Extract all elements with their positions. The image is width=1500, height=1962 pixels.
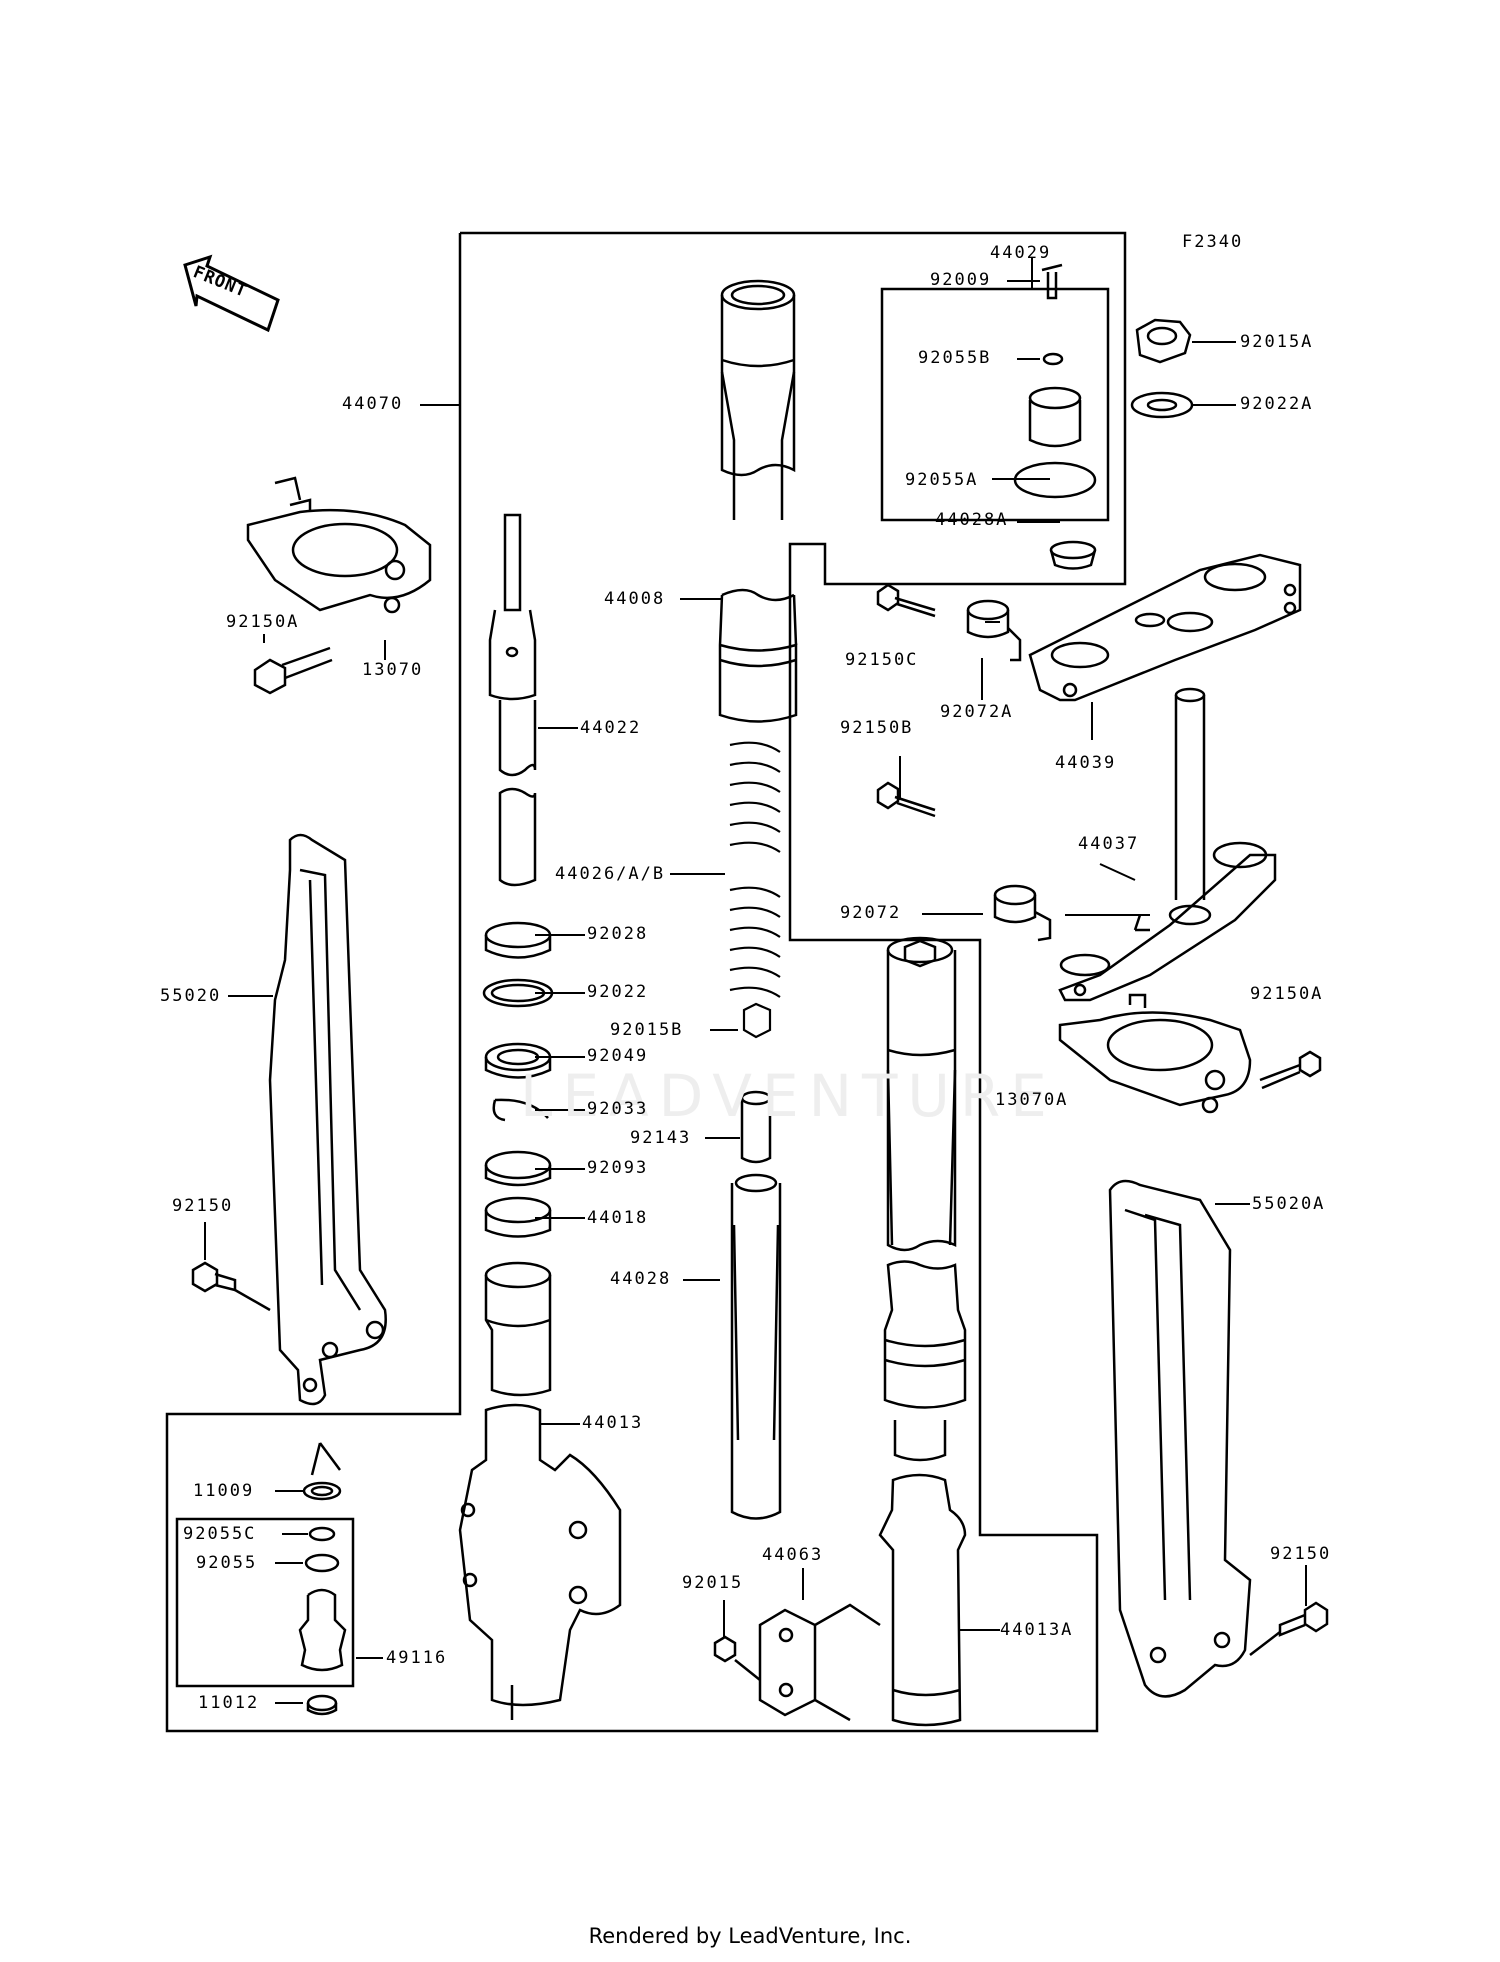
label-55020A: 55020A — [1252, 1194, 1326, 1214]
label-44013: 44013 — [582, 1413, 644, 1433]
label-92143: 92143 — [630, 1128, 692, 1148]
label-92055B: 92055B — [918, 348, 992, 368]
cap-parts — [1013, 263, 1194, 570]
label-92150A-left: 92150A — [226, 612, 300, 632]
bolt-92150-left — [191, 1261, 271, 1312]
label-11009: 11009 — [193, 1481, 255, 1501]
label-44063: 44063 — [762, 1545, 824, 1565]
label-13070A: 13070A — [995, 1090, 1069, 1110]
steering-stem-44037 — [1058, 687, 1277, 1002]
label-44039: 44039 — [1055, 753, 1117, 773]
damper-rod-44022 — [488, 513, 537, 887]
outer-tube-44008 — [718, 279, 798, 723]
label-92072A: 92072A — [940, 702, 1014, 722]
label-92015: 92015 — [682, 1573, 744, 1593]
label-11012: 11012 — [198, 1693, 260, 1713]
seals-stack — [482, 921, 554, 1238]
cylinder-44028 — [730, 1090, 782, 1520]
label-44022: 44022 — [580, 718, 642, 738]
label-44028: 44028 — [610, 1269, 672, 1289]
lower-clamp-13070A — [1058, 993, 1322, 1114]
label-92022: 92022 — [587, 982, 649, 1002]
label-92150-left: 92150 — [172, 1196, 234, 1216]
upper-bracket-44039 — [1028, 553, 1302, 702]
upper-clamp-13070 — [246, 476, 432, 614]
label-92072: 92072 — [840, 903, 902, 923]
inner-tube-44013 — [458, 1261, 622, 1720]
label-92150C: 92150C — [845, 650, 919, 670]
label-92055C: 92055C — [183, 1524, 257, 1544]
label-44029: 44029 — [990, 243, 1052, 263]
label-92033: 92033 — [587, 1099, 649, 1119]
label-44018: 44018 — [587, 1208, 649, 1228]
bolt-92150-right — [1249, 1601, 1329, 1656]
valve-kit-box-49116 — [175, 1517, 355, 1688]
leader-lines — [204, 258, 1307, 1704]
assembly-frame-44070 — [165, 231, 1127, 1733]
label-92150B: 92150B — [840, 718, 914, 738]
label-92055A: 92055A — [905, 470, 979, 490]
label-55020: 55020 — [160, 986, 222, 1006]
label-13070: 13070 — [362, 660, 424, 680]
label-44070: 44070 — [342, 394, 404, 414]
inner-tube-44013A — [878, 936, 967, 1727]
label-44037: 44037 — [1078, 834, 1140, 854]
diagram-code: F2340 — [1182, 232, 1244, 252]
label-44028A: 44028A — [935, 510, 1009, 530]
front-arrow — [183, 254, 280, 333]
label-92022A: 92022A — [1240, 394, 1314, 414]
label-44008: 44008 — [604, 589, 666, 609]
spring-44026 — [729, 741, 781, 1039]
label-44013A: 44013A — [1000, 1620, 1074, 1640]
label-92055: 92055 — [196, 1553, 258, 1573]
label-92150A-right: 92150A — [1250, 984, 1324, 1004]
label-92049: 92049 — [587, 1046, 649, 1066]
label-92028: 92028 — [587, 924, 649, 944]
label-44026: 44026/A/B — [555, 864, 666, 884]
fork-guard-55020A — [1108, 1179, 1252, 1698]
footer-credit: Rendered by LeadVenture, Inc. — [588, 1924, 912, 1948]
label-49116: 49116 — [386, 1648, 448, 1668]
cap-kit-box-44029 — [880, 287, 1110, 522]
label-92015B: 92015B — [610, 1020, 684, 1040]
bolt-92150A-left — [253, 646, 333, 695]
watermark: LEADVENTURE — [520, 1062, 1057, 1130]
axle-clamp-44063 — [713, 1603, 881, 1722]
bolts-clamps — [876, 583, 1052, 942]
label-92150-right: 92150 — [1270, 1544, 1332, 1564]
fork-guard-55020 — [268, 833, 387, 1406]
label-92093: 92093 — [587, 1158, 649, 1178]
label-92015A: 92015A — [1240, 332, 1314, 352]
valve-parts — [298, 1442, 347, 1716]
label-92009: 92009 — [930, 270, 992, 290]
